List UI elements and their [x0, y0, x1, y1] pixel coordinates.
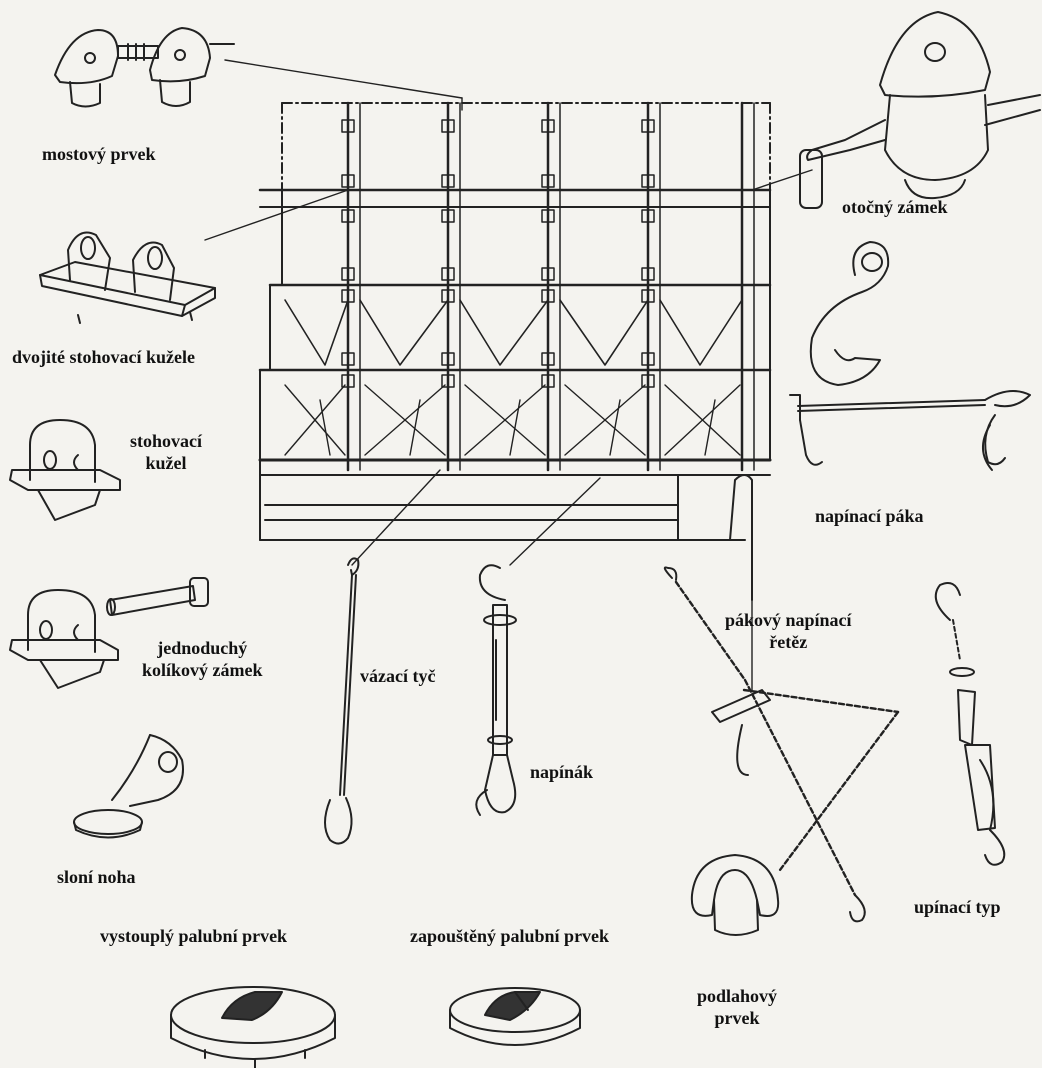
- label-sunken-deck-fitting: zapouštěný palubní prvek: [410, 925, 609, 947]
- label-twistlock: otočný zámek: [842, 196, 947, 218]
- leader-lines: [205, 60, 812, 690]
- label-turnbuckle: napínák: [530, 761, 593, 783]
- container-stack-illustration: [260, 103, 770, 600]
- tension-lever-illustration: [790, 391, 1030, 470]
- label-lever-chain-line2: řetěz: [725, 631, 852, 653]
- twistlock-illustration: [800, 12, 1040, 208]
- turnbuckle-illustration: [476, 565, 516, 815]
- label-lashing-rod: vázací tyč: [360, 665, 435, 687]
- double-stacking-cone-illustration: [40, 233, 215, 323]
- tensioner-illustration: [936, 583, 1005, 865]
- label-floor-fitting-line2: prvek: [697, 1007, 777, 1029]
- label-single-pin-lock-line1: jednoduchý: [142, 637, 263, 659]
- label-tensioner: upínací typ: [914, 896, 1001, 918]
- label-double-stacking-cones: dvojité stohovací kužele: [12, 346, 195, 368]
- label-floor-fitting-line1: podlahový: [697, 985, 777, 1007]
- label-raised-deck-fitting: vystouplý palubní prvek: [100, 925, 287, 947]
- label-stacking-cone: stohovací kužel: [130, 430, 202, 474]
- bridge-fitting-illustration: [55, 28, 234, 107]
- label-elephant-foot: sloní noha: [57, 866, 136, 888]
- label-single-pin-lock: jednoduchý kolíkový zámek: [142, 637, 263, 681]
- elephant-foot-illustration: [74, 735, 183, 838]
- floor-fitting-illustration: [692, 855, 778, 935]
- hook-illustration: [811, 242, 888, 385]
- label-tension-lever: napínací páka: [815, 505, 924, 527]
- label-floor-fitting: podlahový prvek: [697, 985, 777, 1029]
- raised-deck-fitting-illustration: [171, 987, 335, 1068]
- label-single-pin-lock-line2: kolíkový zámek: [142, 659, 263, 681]
- label-bridge-fitting: mostový prvek: [42, 143, 156, 165]
- label-lever-chain: pákový napínací řetěz: [725, 609, 852, 653]
- stacking-cone-illustration: [10, 420, 120, 520]
- lashing-rod-illustration: [325, 558, 358, 843]
- label-stacking-cone-line2: kužel: [130, 452, 202, 474]
- label-stacking-cone-line1: stohovací: [130, 430, 202, 452]
- sunken-deck-fitting-illustration: [450, 988, 580, 1045]
- label-lever-chain-line1: pákový napínací: [725, 609, 852, 631]
